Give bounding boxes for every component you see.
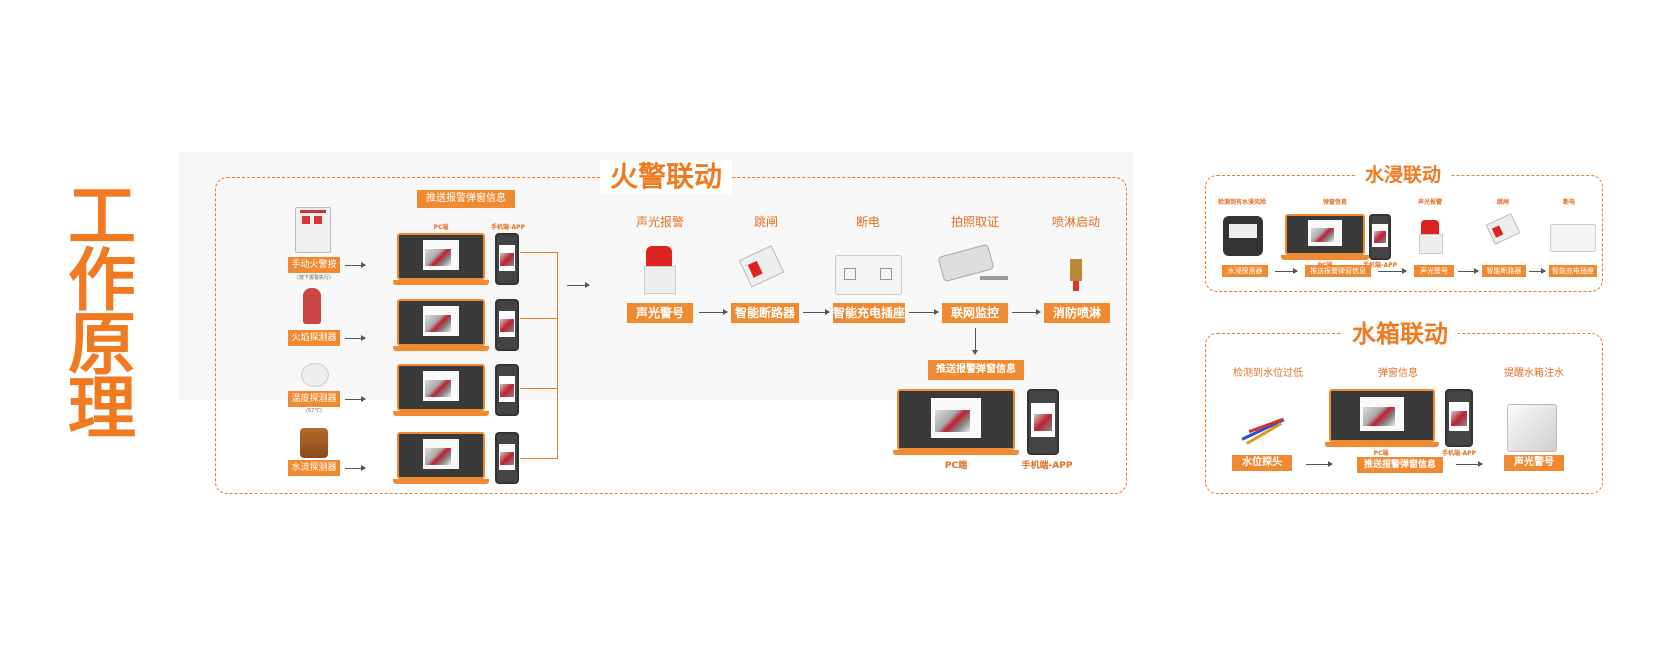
flood-tag: 推送报警弹窗信息: [1305, 265, 1371, 277]
fire-bottom-app-label: 手机端-APP: [1021, 461, 1073, 471]
flow-arrow: [1458, 268, 1479, 274]
fire-action-head: 断电: [855, 215, 880, 229]
fire-action-tag: 智能充电插座: [833, 303, 905, 323]
phone-screen-image: [495, 299, 519, 351]
flow-arrow: [1012, 309, 1041, 315]
flood-tag: 智能充电插座: [1549, 265, 1597, 277]
water-probe-image: [1240, 417, 1286, 445]
main-title: 工 作 原 理: [68, 178, 137, 449]
phone-screen-image: [495, 432, 519, 484]
flow-arrow: [1306, 461, 1333, 467]
pc-screen-image: [1325, 389, 1439, 447]
fire-top-push-tag: 推送报警弹窗信息: [417, 190, 515, 208]
flow-arrow: [1378, 268, 1407, 274]
flow-arrow: [345, 335, 366, 341]
flow-arrow: [1529, 268, 1546, 274]
flow-arrow: [972, 328, 978, 355]
flood-head: 断电: [1562, 199, 1575, 206]
fire-input-note: (按下报警执行): [297, 275, 331, 281]
flow-arrow: [345, 396, 366, 402]
tank-section-title: 水箱联动: [1342, 318, 1458, 350]
flood-app-label: 手机端-APP: [1363, 262, 1397, 269]
pc-screen-image: [393, 233, 489, 285]
flow-arrow: [345, 465, 366, 471]
water-flow-detector-image: [300, 428, 328, 458]
manual-alarm-device-image: [295, 207, 331, 253]
pc-screen-image: [393, 299, 489, 351]
fire-action-head: 跳闸: [753, 215, 778, 229]
fire-input-tag: 水流探测器: [288, 460, 340, 476]
fire-action-head: 喷淋启动: [1051, 215, 1100, 229]
sprinkler-image: [1067, 259, 1085, 293]
fire-bottom-push-tag: 推送报警弹窗信息: [928, 360, 1024, 380]
main-title-char: 作: [68, 242, 137, 321]
flood-head: 声光报警: [1417, 199, 1442, 206]
fire-action-tag: 联网监控: [942, 303, 1008, 323]
siren-image: [642, 246, 676, 294]
pc-screen-image: [393, 364, 489, 416]
phone-screen-image: [495, 364, 519, 416]
flood-tag: 声光警号: [1414, 265, 1454, 277]
bracket-line: [557, 252, 558, 459]
main-title-char: 理: [68, 370, 137, 449]
bracket-line: [520, 388, 558, 389]
fire-action-tag: 消防喷淋: [1044, 303, 1110, 323]
flow-arrow: [699, 309, 728, 315]
phone-screen-image: [1445, 389, 1473, 447]
phone-screen-image: [1369, 214, 1391, 260]
fire-action-head: 拍照取证: [950, 215, 999, 229]
fire-action-tag: 声光警号: [627, 303, 693, 323]
water-tank-image: [1507, 404, 1557, 452]
tank-tag: 水位探头: [1232, 455, 1292, 471]
siren-image: [1418, 220, 1443, 254]
flow-arrow: [345, 262, 366, 268]
fire-section-title: 火警联动: [600, 160, 733, 194]
pc-screen-image: [1281, 214, 1369, 260]
bracket-line: [520, 318, 558, 319]
temperature-detector-image: [301, 363, 329, 387]
flow-arrow: [803, 309, 830, 315]
flow-arrow: [1275, 268, 1298, 274]
flow-arrow: [909, 309, 939, 315]
flame-detector-image: [303, 288, 321, 324]
fire-input-tag: 温度探测器: [288, 391, 340, 407]
tank-pc-label: PC端: [1373, 450, 1389, 457]
camera-image: [937, 243, 1010, 290]
pc-screen-image: [893, 389, 1019, 455]
tank-tag: 声光警号: [1504, 455, 1564, 471]
fire-pc-label: PC端: [433, 224, 449, 231]
fire-bottom-pc-label: PC端: [944, 461, 968, 471]
flood-head: 跳闸: [1496, 199, 1509, 206]
flood-head: 检测到有水浸风险: [1217, 199, 1266, 206]
flood-tag: 智能断路器: [1482, 265, 1526, 277]
flood-tag: 水浸探测器: [1222, 265, 1268, 277]
bracket-line: [520, 458, 558, 459]
fire-input-note: (57℃): [306, 408, 322, 414]
fire-input-tag: 火焰探测器: [288, 330, 340, 346]
fire-app-label: 手机端-APP: [491, 224, 525, 231]
smart-socket-image: [835, 255, 902, 295]
flow-arrow: [1456, 461, 1483, 467]
phone-screen-image: [1027, 389, 1059, 455]
tank-head: 弹窗信息: [1378, 368, 1418, 379]
main-title-char: 工: [68, 178, 137, 257]
fire-input-tag: 手动火警按钮: [288, 257, 340, 286]
fire-action-head: 声光报警: [635, 215, 684, 229]
flood-head: 弹窗信息: [1322, 199, 1347, 206]
tank-app-label: 手机端-APP: [1442, 450, 1476, 457]
bracket-line: [520, 252, 558, 253]
flood-detector-image: [1223, 216, 1263, 256]
flood-section-title: 水浸联动: [1355, 162, 1452, 188]
fire-action-tag: 智能断路器: [731, 303, 799, 323]
tank-tag: 推送报警弹窗信息: [1357, 457, 1443, 473]
tank-head: 检测到水位过低: [1233, 368, 1303, 379]
pc-screen-image: [393, 432, 489, 484]
phone-screen-image: [495, 233, 519, 285]
main-title-char: 原: [68, 306, 137, 385]
smart-socket-image: [1550, 224, 1596, 252]
tank-head: 提醒水箱注水: [1504, 368, 1564, 379]
flow-arrow: [567, 282, 590, 288]
